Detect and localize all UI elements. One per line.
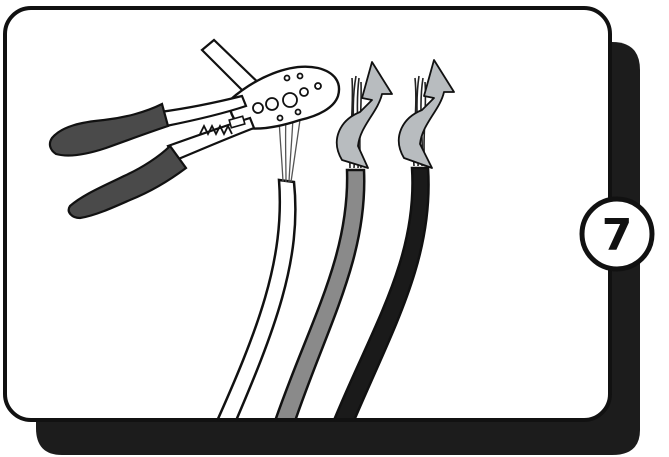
twist-arrow-icon	[397, 59, 455, 169]
twist-arrow-icon	[335, 61, 393, 169]
step-number-badge: 7	[579, 196, 655, 272]
white-wire	[211, 178, 297, 418]
gray-wire	[270, 168, 366, 418]
wire-stripper-icon	[48, 38, 341, 220]
step-number: 7	[602, 210, 633, 261]
black-wire	[328, 166, 430, 418]
